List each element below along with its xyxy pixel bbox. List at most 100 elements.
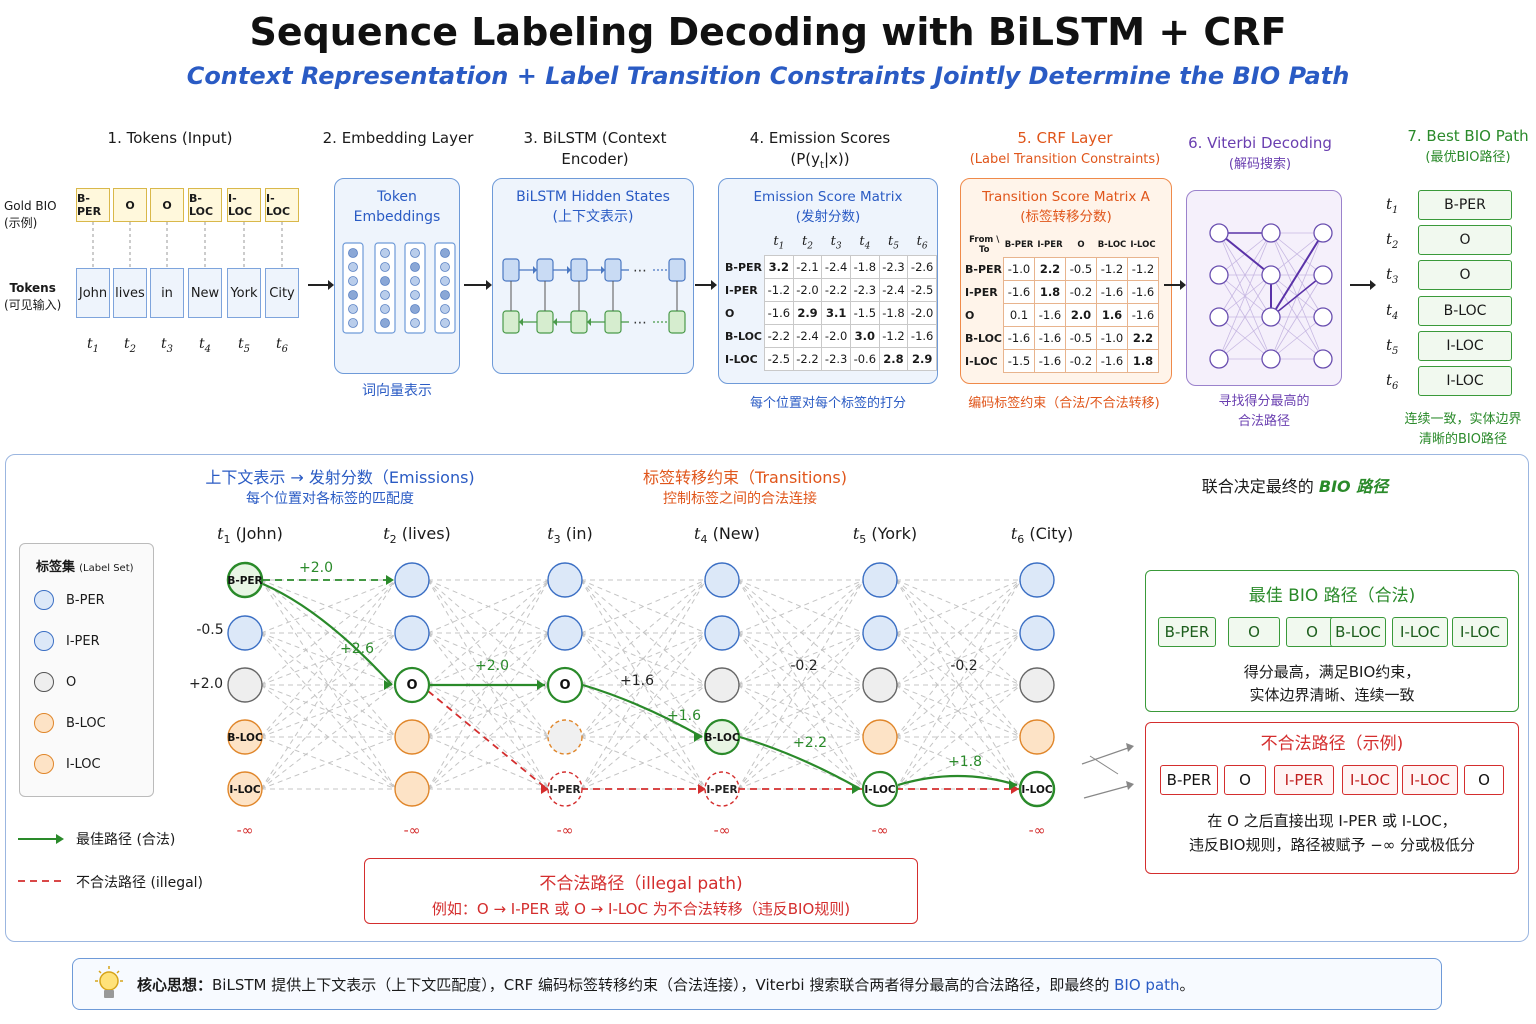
trellis-edge — [737, 736, 865, 790]
transition-column-header: O — [1077, 240, 1085, 250]
viterbi-node — [1313, 307, 1333, 327]
matrix-cell: -1.6 — [1034, 349, 1066, 373]
embedding-unit — [440, 276, 450, 286]
viterbi-node — [1261, 223, 1281, 243]
trellis-edge — [260, 579, 397, 686]
viterbi-edge — [1218, 232, 1272, 360]
trellis-node-label: B-LOC — [227, 732, 263, 744]
trellis-edge — [737, 579, 865, 738]
trellis-node-label: B-LOC — [704, 732, 740, 744]
matrix-cell: -2.2 — [792, 347, 823, 371]
stage-4-title-line2: (P(yt|x)) — [790, 150, 850, 171]
transition-score-label: +2.0 — [299, 560, 333, 576]
matrix-row-label: I-LOC — [725, 352, 758, 366]
embedding-unit — [440, 262, 450, 272]
emission-column-header: t2 — [802, 234, 813, 252]
viterbi-edge — [1218, 274, 1272, 360]
embedding-unit — [440, 290, 450, 300]
negative-infinity-label: -∞ — [237, 823, 254, 839]
legend-label: B-LOC — [66, 715, 106, 731]
page-title: Sequence Labeling Decoding with BiLSTM +… — [249, 10, 1287, 54]
embedding-unit — [380, 262, 390, 272]
matrix-cell: 3.0 — [849, 324, 880, 348]
trellis-node-label: I-LOC — [864, 784, 896, 796]
matrix-cell: -1.6 — [1034, 303, 1066, 327]
trellis-column-header: t2 (lives) — [383, 524, 451, 547]
trellis-edge — [427, 632, 550, 790]
trellis-edge — [895, 579, 1022, 790]
best-path-edge — [739, 735, 861, 790]
embedding-unit — [410, 318, 420, 328]
trellis-node-label: O — [406, 678, 417, 693]
best-path-arrow-icon — [537, 680, 545, 690]
token-word: York — [227, 268, 261, 318]
trellis-node — [1019, 667, 1055, 703]
trellis-node-label: I-PER — [706, 784, 737, 796]
transition-column-header: I-PER — [1037, 240, 1063, 250]
best-path-edge — [897, 774, 1018, 787]
illegal-path-edge — [427, 690, 548, 790]
matrix-cell: -1.0 — [1096, 326, 1128, 350]
transition-title: Transition Score Matrix A(标签转移分数) — [982, 189, 1150, 225]
best-path-label: I-LOC — [1418, 331, 1512, 361]
emission-column-header: t1 — [773, 234, 785, 252]
transition-panel: Transition Score Matrix A(标签转移分数) From \… — [960, 178, 1172, 384]
trellis-edge — [737, 632, 865, 790]
viterbi-node — [1261, 349, 1281, 369]
viterbi-node — [1209, 223, 1229, 243]
matrix-cell: -1.8 — [878, 301, 909, 325]
trellis-node — [394, 719, 430, 755]
negative-infinity-label: -∞ — [872, 823, 889, 839]
gold-bio-tag: I-LOC — [227, 188, 261, 222]
embedding-unit — [348, 276, 358, 286]
embedding-vector — [374, 242, 396, 334]
matrix-cell: -2.2 — [764, 324, 794, 348]
arrow-1-2-head — [308, 280, 334, 290]
trellis-node — [547, 562, 583, 598]
trellis-edge — [580, 579, 707, 686]
matrix-cell: -2.5 — [764, 347, 794, 371]
trellis-edge — [737, 632, 865, 686]
matrix-cell: 2.8 — [878, 347, 909, 371]
ellipsis-forward: ⋯ — [633, 263, 647, 279]
trellis-edge — [580, 579, 707, 738]
best-path-time-step: t3 — [1386, 265, 1399, 286]
trellis-node — [227, 667, 263, 703]
trellis-node-label: B-PER — [227, 575, 262, 587]
arrow-2-3 — [464, 280, 492, 290]
forward-arrow-icon — [567, 266, 571, 274]
footer-note: 核心思想：BiLSTM 提供上下文表示（上下文匹配度），CRF 编码标签转移约束… — [72, 958, 1442, 1010]
illegal-path-box-label: I-PER — [1274, 765, 1334, 795]
stage-7-title-line1: 7. Best BIO Path — [1407, 127, 1529, 145]
transition-score-label: +2.2 — [793, 735, 827, 751]
viterbi-best-path — [1218, 232, 1324, 321]
trellis-edge — [580, 736, 707, 790]
bilstm-cells: ⋯⋯ — [502, 258, 686, 334]
matrix-cell: -0.6 — [849, 347, 880, 371]
legend-circle-icon — [34, 754, 54, 774]
stage-6-title: 6. Viterbi Decoding (解码搜索) — [1180, 133, 1340, 175]
time-step-label: t4 — [198, 336, 211, 355]
matrix-cell: -1.2 — [764, 278, 794, 302]
trellis-edge — [737, 579, 865, 686]
illegal-arrow-icon — [698, 784, 706, 794]
matrix-cell: -2.4 — [878, 278, 909, 302]
backward-arrow-icon — [553, 318, 557, 326]
best-path-label: I-LOC — [1418, 366, 1512, 396]
trellis-edge — [260, 579, 397, 790]
gold-bio-label: Gold BIO(示例) — [4, 199, 57, 230]
matrix-cell: -2.0 — [792, 278, 823, 302]
transition-column-header: From \ To — [969, 235, 1000, 256]
embedding-unit — [348, 304, 358, 314]
trellis-column-header: t5 (York) — [852, 524, 918, 547]
best-path-label: O — [1418, 225, 1512, 255]
lower-panel — [5, 454, 1529, 942]
best-path-label: O — [1418, 260, 1512, 290]
stage-6-title-line1: 6. Viterbi Decoding — [1188, 134, 1332, 152]
gold-bio-tag: O — [113, 188, 147, 222]
trellis-edge — [580, 579, 707, 634]
matrix-cell: -1.6 — [907, 324, 937, 348]
transition-score-label: +2.6 — [340, 641, 374, 657]
